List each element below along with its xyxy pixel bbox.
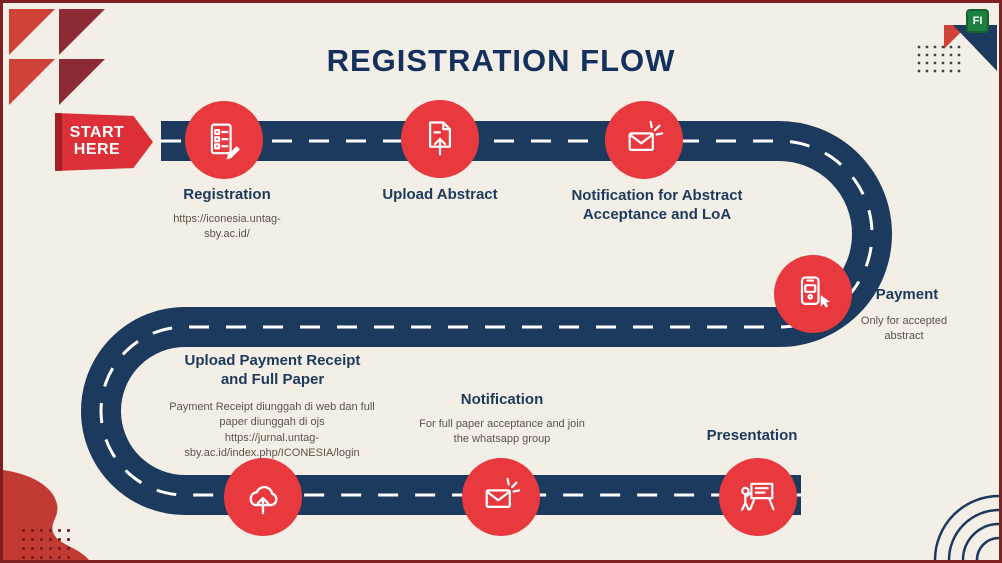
step-node-payment bbox=[774, 255, 852, 333]
step-sub-upload-receipt: Payment Receipt diunggah di web dan full… bbox=[169, 401, 375, 429]
mail-alert-icon bbox=[628, 120, 664, 151]
step-sub-notification-fullpaper: For full paper acceptance and join the w… bbox=[419, 418, 585, 446]
step-node-notification-fullpaper bbox=[462, 458, 540, 536]
mobile-payment-icon bbox=[800, 276, 830, 308]
step-node-upload-abstract bbox=[401, 100, 479, 178]
start-here-sign: START HERE bbox=[55, 113, 153, 171]
dot-grid-top-right bbox=[915, 43, 963, 77]
step-label-registration: Registration bbox=[183, 186, 271, 203]
mail-alert-icon bbox=[485, 477, 521, 508]
step-node-presentation bbox=[719, 458, 797, 536]
step-sub-payment: Only for accepted abstract bbox=[860, 315, 948, 343]
presentation-board-icon bbox=[740, 482, 775, 511]
ribbon-fold bbox=[55, 113, 62, 171]
dot-grid-bottom-left bbox=[19, 526, 73, 560]
fi-badge: FI bbox=[966, 9, 989, 33]
step-node-upload-receipt bbox=[224, 458, 302, 536]
step-label-notification-fullpaper: Notification bbox=[460, 391, 544, 408]
step-node-registration bbox=[185, 101, 263, 179]
step-sub-registration-url: https://iconesia.untag-sby.ac.id/ bbox=[173, 213, 281, 241]
start-sign-line2: HERE bbox=[73, 141, 121, 158]
step-sub-upload-receipt-url: https://jurnal.untag-sby.ac.id/index.php… bbox=[184, 432, 360, 460]
step-label-upload-receipt: Upload Payment Receipt and Full Paper bbox=[184, 352, 361, 388]
page-title: REGISTRATION FLOW bbox=[326, 43, 676, 78]
step-label-notification-loa: Notification for Abstract Acceptance and… bbox=[571, 187, 743, 223]
start-sign-line1: START bbox=[69, 124, 125, 142]
cloud-upload-icon bbox=[249, 485, 278, 515]
step-label-upload-abstract: Upload Abstract bbox=[382, 186, 498, 203]
roadmap-road bbox=[81, 121, 892, 515]
form-pencil-icon bbox=[210, 123, 240, 160]
step-label-payment: Payment bbox=[875, 286, 939, 303]
step-label-presentation: Presentation bbox=[706, 427, 798, 444]
document-upload-icon bbox=[429, 121, 451, 156]
corner-triangles-top-left bbox=[9, 9, 105, 105]
step-node-notification-loa bbox=[605, 101, 683, 179]
